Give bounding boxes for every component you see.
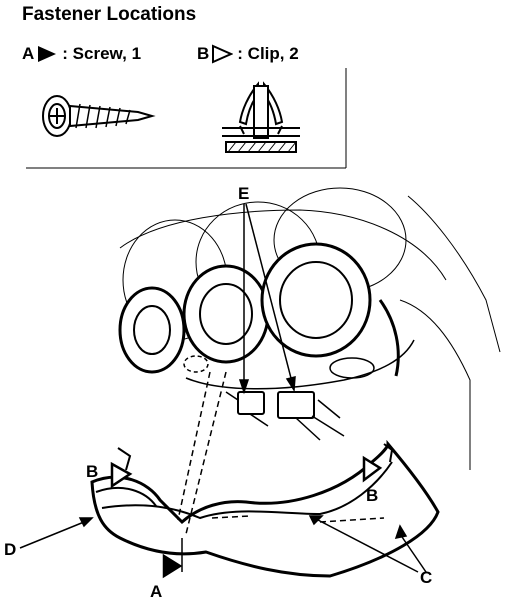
clip-triangle-left [110, 461, 133, 489]
legend-clip: B : Clip, 2 [197, 44, 299, 64]
legend-clip-letter: B [197, 44, 210, 63]
guide-lines [177, 371, 385, 535]
clip-illustration [222, 81, 300, 153]
lower-cover-panel [90, 439, 440, 578]
legend-clip-text: : Clip, 2 [237, 44, 299, 63]
legend-screw-text: : Screw, 1 [62, 44, 142, 63]
diagram-title: Fastener Locations [22, 4, 197, 25]
filled-triangle-icon [38, 46, 57, 62]
screw-triangle [162, 553, 183, 579]
connectors [225, 391, 345, 441]
fastener-marks [110, 455, 383, 579]
callout-d: D [4, 540, 17, 559]
gauge-housing-lower [183, 339, 415, 390]
legend-frame [26, 68, 347, 169]
callout-a: A [150, 582, 163, 601]
callout-b-left: B [86, 462, 99, 481]
callout-c: C [420, 568, 433, 587]
e-leader-lines [238, 203, 296, 395]
callout-b-right: B [366, 486, 379, 505]
clip-triangle-right [362, 455, 383, 483]
legend-screw-letter: A [22, 44, 35, 63]
callout-leader-lines [19, 515, 427, 573]
gauge-pods [118, 242, 400, 377]
screw-illustration [42, 95, 156, 137]
hollow-triangle-icon [212, 44, 234, 64]
callout-e: E [238, 184, 250, 203]
legend-screw: A : Screw, 1 [22, 44, 141, 64]
